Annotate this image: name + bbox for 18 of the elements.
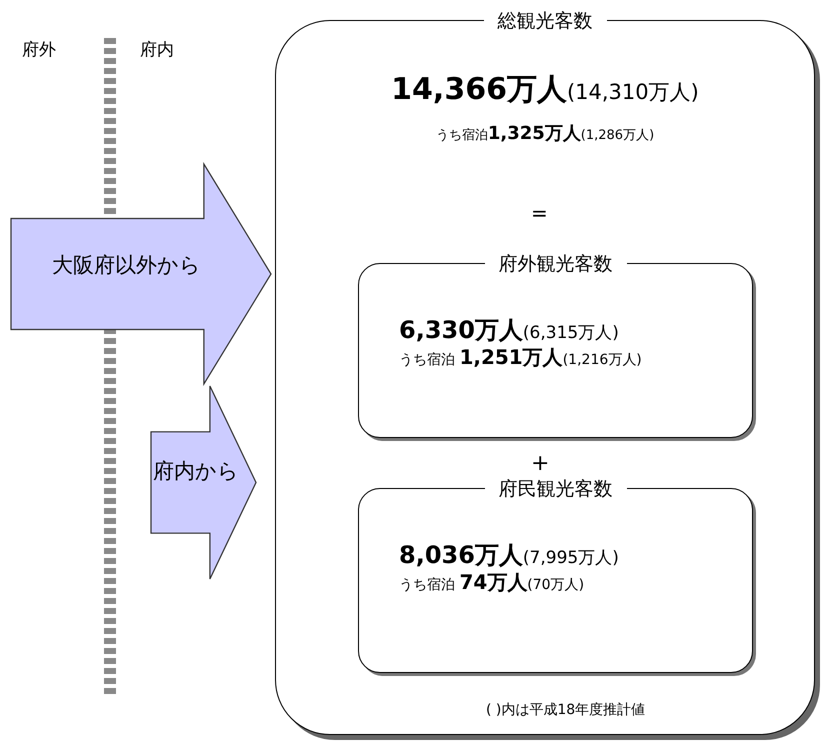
visitor-count-text: 6,330万人(6,315万人) xyxy=(399,315,619,346)
panel-heading: 府民観光客数 xyxy=(484,478,626,500)
panel-heading: 府外観光客数 xyxy=(484,253,626,275)
block-arrow xyxy=(150,385,257,580)
visitor-count-text: 14,366万人(14,310万人) xyxy=(390,71,700,109)
region-label: 府内 xyxy=(140,39,174,61)
visitor-count-text: うち宿泊 1,251万人(1,216万人) xyxy=(399,344,642,371)
footnote: ( )内は平成18年度推計値 xyxy=(486,701,646,719)
region-label: 府外 xyxy=(22,39,56,61)
panel-heading: 総観光客数 xyxy=(484,10,606,32)
arrow-label: 大阪府以外から xyxy=(52,252,201,279)
arrow-label: 府内から xyxy=(153,458,239,485)
visitor-count-text: うち宿泊 74万人(70万人) xyxy=(399,569,584,596)
block-arrow xyxy=(10,163,272,385)
visitor-count-text: うち宿泊1,325万人(1,286万人) xyxy=(434,122,656,145)
visitor-count-text: 8,036万人(7,995万人) xyxy=(399,540,619,571)
plus-sign: + xyxy=(531,451,550,476)
equals-sign: = xyxy=(531,201,548,225)
